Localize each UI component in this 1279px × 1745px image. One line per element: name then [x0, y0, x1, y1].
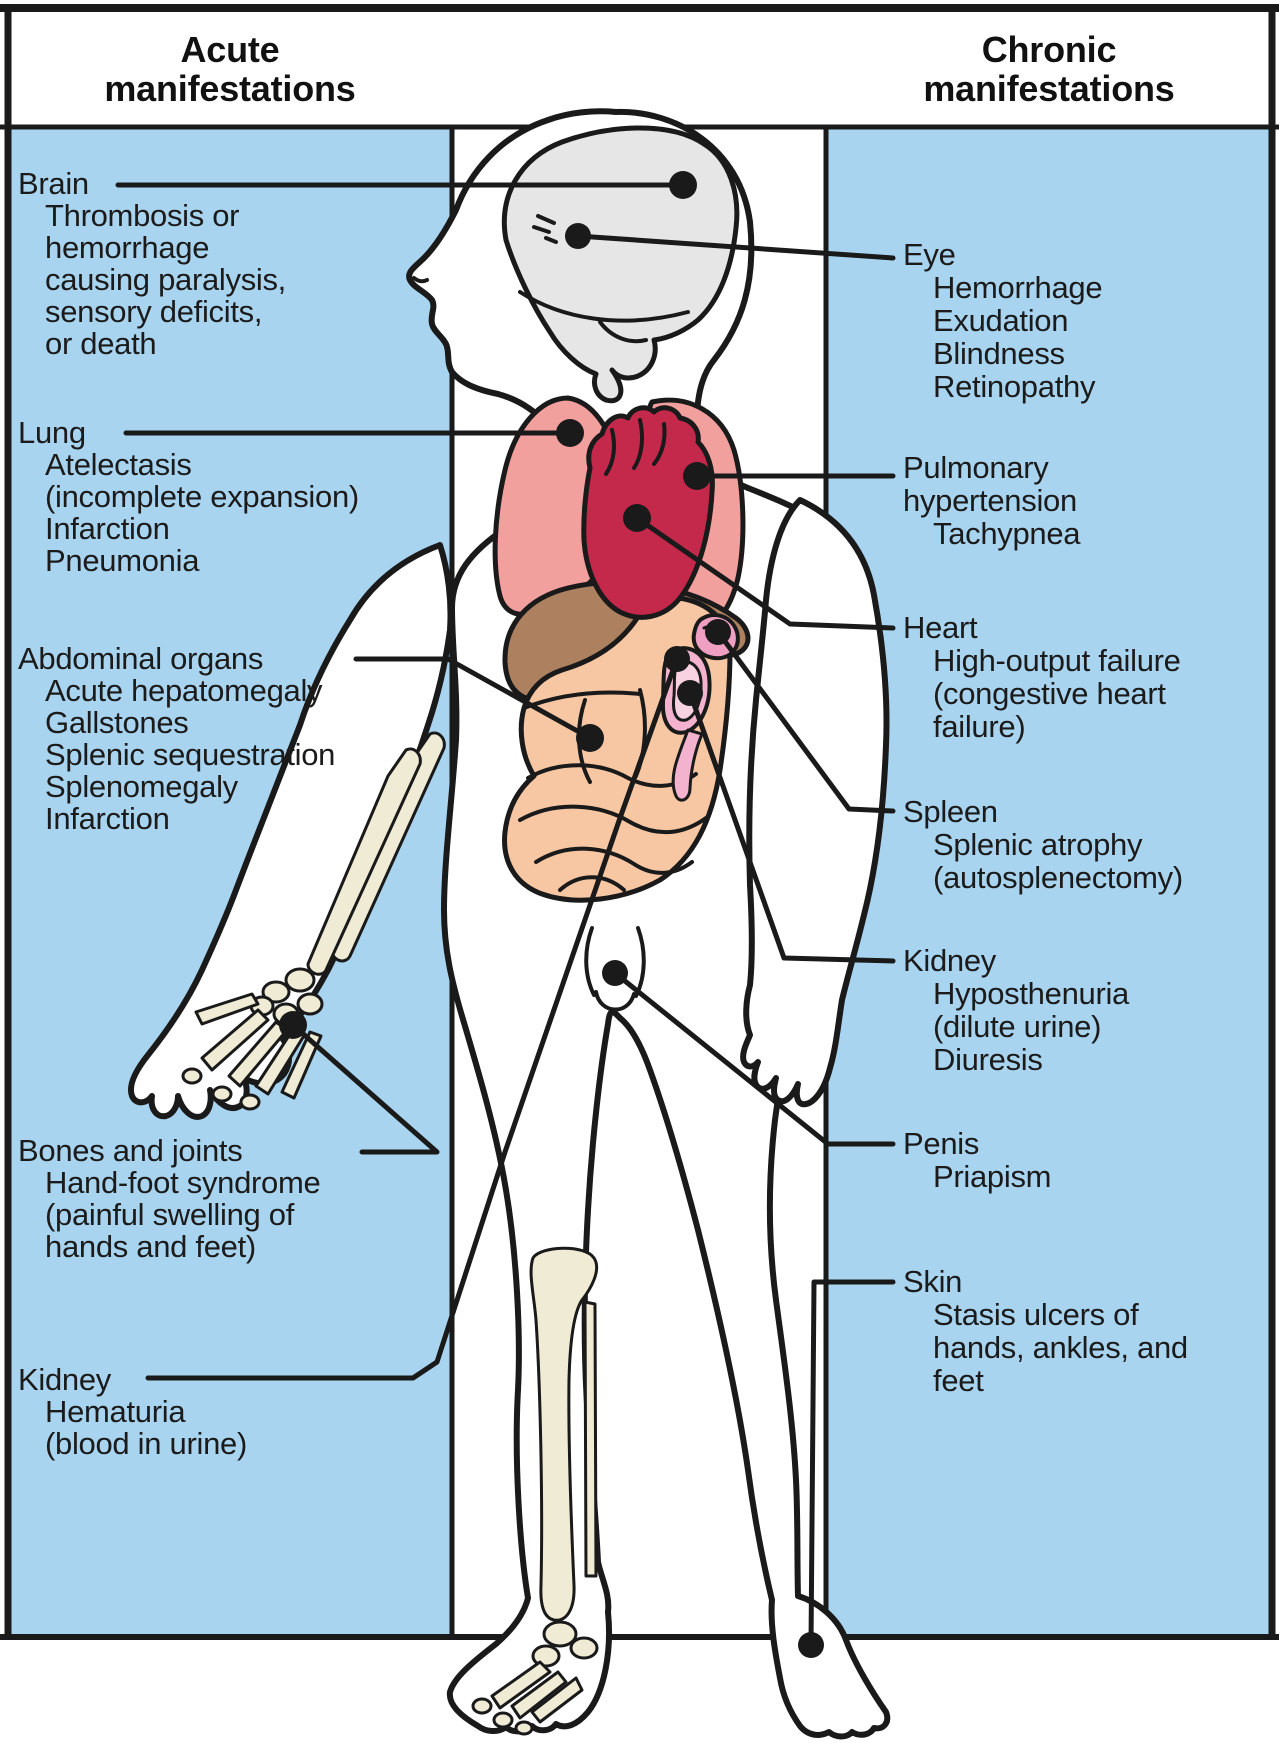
hand-marker-dot — [279, 1011, 307, 1039]
symptom-label: Thrombosis or — [45, 198, 240, 233]
symptom-label: Hand-foot syndrome — [45, 1165, 321, 1200]
symptom-label: (dilute urine) — [933, 1009, 1102, 1044]
symptom-label: Splenic atrophy — [933, 827, 1143, 862]
symptom-label: Exudation — [933, 303, 1069, 338]
acute-header-line1: Acute — [180, 29, 280, 70]
symptom-label: Splenomegaly — [45, 769, 238, 804]
eye-connector-line — [575, 233, 896, 261]
organ-label: Abdominal organs — [18, 641, 264, 676]
abdominal-marker-dot — [576, 724, 604, 752]
lung-marker-dot — [556, 419, 584, 447]
symptom-label: Blindness — [933, 336, 1065, 371]
spleen-connector-line — [715, 629, 896, 814]
symptom-label: Retinopathy — [933, 369, 1096, 404]
heart-marker-dot — [623, 504, 651, 532]
penis-connector-line — [612, 970, 896, 1147]
eye-marker-dot — [565, 223, 591, 249]
heart-vessel-lines — [604, 418, 667, 476]
acute-header: Acute manifestations — [8, 30, 452, 108]
acute-header-line2: manifestations — [104, 68, 356, 109]
penis-marker-dot — [602, 960, 628, 986]
symptom-label: (congestive heart — [933, 676, 1166, 711]
organ-label: Kidney — [903, 943, 996, 978]
kidney-left-connector-line — [145, 656, 680, 1381]
kidney-lower-marker-dot — [677, 680, 703, 706]
skin-connector-line — [808, 1279, 896, 1648]
chronic-panel — [826, 127, 1272, 1637]
chronic-header-line1: Chronic — [981, 29, 1117, 70]
symptom-label: (painful swelling of — [45, 1197, 295, 1232]
symptom-label: Tachypnea — [933, 516, 1081, 551]
marker-dots — [279, 171, 824, 1658]
symptom-label: Atelectasis — [45, 447, 192, 482]
organ-label: Spleen — [903, 794, 998, 829]
symptom-label: Priapism — [933, 1159, 1052, 1194]
organ-label: Bones and joints — [18, 1133, 243, 1168]
connector-lines — [115, 182, 896, 1648]
symptom-label: Stasis ulcers of — [933, 1297, 1139, 1332]
kidney-upper-marker-dot — [664, 646, 690, 672]
symptom-label: failure) — [933, 709, 1026, 744]
symptom-label: (autosplenectomy) — [933, 860, 1183, 895]
organ-label: Kidney — [18, 1362, 111, 1397]
symptom-label: High-output failure — [933, 643, 1181, 678]
symptom-label: Hemorrhage — [933, 270, 1103, 305]
organ-label: Lung — [18, 415, 86, 450]
organ-label: Heart — [903, 610, 978, 645]
symptom-label: Diuresis — [933, 1042, 1043, 1077]
pulmonary-marker-dot — [683, 462, 711, 490]
organ-label: Penis — [903, 1126, 980, 1161]
leg-bones — [471, 1246, 599, 1736]
symptom-label: Hyposthenuria — [933, 976, 1129, 1011]
chronic-header-line2: manifestations — [923, 68, 1175, 109]
symptom-label: Pneumonia — [45, 543, 200, 578]
organ-label: hypertension — [903, 483, 1077, 518]
symptom-label: sensory deficits, — [45, 294, 263, 329]
symptom-label: hemorrhage — [45, 230, 210, 265]
abdominal-connector-line — [353, 656, 593, 741]
symptom-label: hands and feet) — [45, 1229, 256, 1264]
symptom-label: Hematuria — [45, 1394, 186, 1429]
ankle-marker-dot — [798, 1632, 824, 1658]
heart-connector-line — [634, 515, 896, 631]
symptom-label: Splenic sequestration — [45, 737, 336, 772]
brain-marker-dot — [669, 171, 697, 199]
spleen-marker-dot — [705, 619, 731, 645]
symptom-label: Gallstones — [45, 705, 189, 740]
eye-detail — [412, 214, 558, 284]
ureter-shape — [671, 728, 704, 802]
bones-connector-line — [290, 1022, 440, 1155]
symptom-label: (incomplete expansion) — [45, 479, 359, 514]
organ-label: Brain — [18, 166, 89, 201]
symptom-label: Infarction — [45, 801, 170, 836]
organ-label: Pulmonary — [903, 450, 1049, 485]
symptom-label: causing paralysis, — [45, 262, 286, 297]
symptom-label: feet — [933, 1363, 984, 1398]
brain-fissure-line — [518, 290, 690, 344]
symptom-label: hands, ankles, and — [933, 1330, 1188, 1365]
symptom-label: Acute hepatomegaly — [45, 673, 323, 708]
organ-label: Skin — [903, 1264, 963, 1299]
kidney-right-connector-line — [687, 690, 896, 964]
forearm-bones — [181, 731, 446, 1111]
symptom-label: or death — [45, 326, 157, 361]
chronic-header: Chronic manifestations — [826, 30, 1272, 108]
organ-label: Eye — [903, 237, 956, 272]
symptom-label: (blood in urine) — [45, 1426, 247, 1461]
symptom-label: Infarction — [45, 511, 170, 546]
